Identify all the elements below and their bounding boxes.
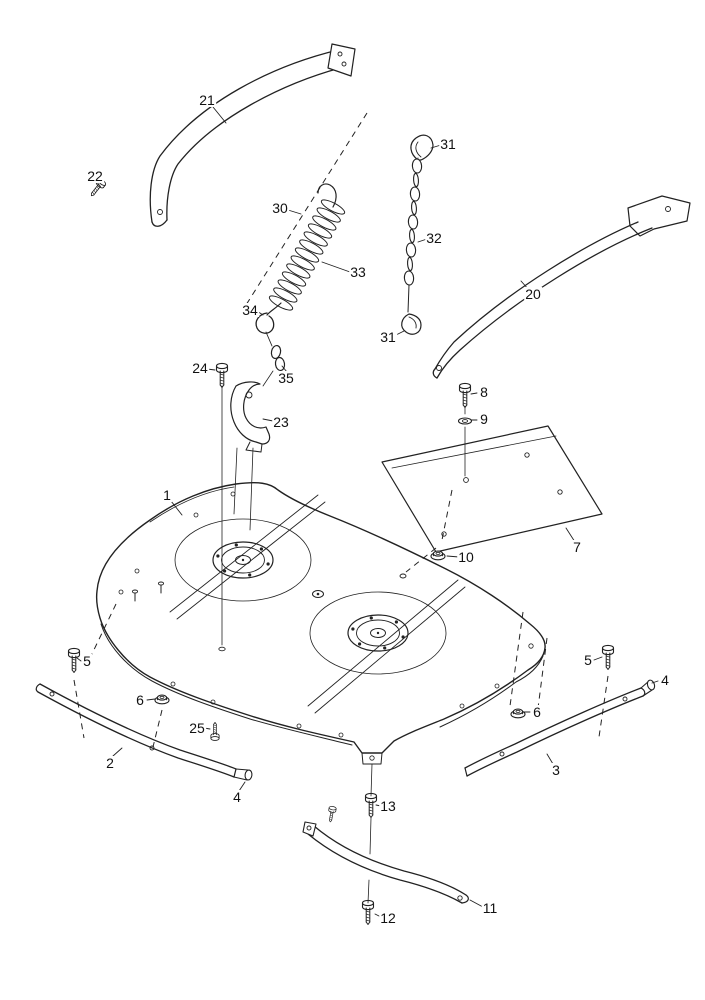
part-nut-10 (430, 550, 446, 561)
callout-32: 32 (425, 230, 443, 246)
callout-5-left: 5 (82, 653, 92, 669)
callout-4-left: 4 (232, 789, 242, 805)
callout-8: 8 (479, 384, 489, 400)
callout-30: 30 (271, 200, 289, 216)
assembly-lines (218, 370, 466, 904)
part-s-link-35 (270, 344, 286, 372)
callout-7: 7 (572, 539, 582, 555)
part-hanger-bracket-23 (230, 381, 271, 453)
leader-lines (76, 106, 659, 918)
part-hook-top-31 (410, 134, 434, 161)
callout-1: 1 (162, 487, 172, 503)
part-spring-33 (266, 183, 346, 316)
callout-31-top: 31 (439, 136, 457, 152)
callout-5-right: 5 (583, 652, 593, 668)
callout-10: 10 (457, 549, 475, 565)
callout-12: 12 (379, 910, 397, 926)
dashed-guides (73, 112, 609, 748)
part-rail-left-2 (35, 683, 237, 778)
part-cap-4-left (233, 768, 253, 781)
callout-23: 23 (272, 414, 290, 430)
part-chain-32 (403, 157, 423, 313)
part-cap-4-right (640, 679, 656, 697)
part-bolt-13 (364, 792, 378, 819)
callout-35: 35 (277, 370, 295, 386)
part-bolt-12 (361, 899, 375, 926)
callout-6-left: 6 (135, 692, 145, 708)
callout-25: 25 (188, 720, 206, 736)
callout-13: 13 (379, 798, 397, 814)
part-front-baffle-11 (302, 805, 469, 904)
callout-20: 20 (524, 286, 542, 302)
part-lift-arm-left (149, 43, 356, 227)
part-spring-hook-34 (255, 312, 275, 347)
callout-21: 21 (198, 92, 216, 108)
part-bolt-5-right (601, 644, 615, 671)
part-lift-arm-right (432, 195, 691, 379)
part-nut-6-left (154, 694, 170, 705)
part-bolt-25 (210, 721, 220, 741)
part-washer-9 (457, 417, 473, 425)
part-baffle-plate-7 (381, 425, 603, 553)
callout-31-bottom: 31 (379, 329, 397, 345)
part-bolt-24 (215, 362, 229, 389)
callout-22: 22 (86, 168, 104, 184)
callout-34: 34 (241, 302, 259, 318)
part-bolt-5-left (67, 647, 81, 674)
callout-33: 33 (349, 264, 367, 280)
part-hook-bottom-31 (401, 313, 422, 335)
callout-9: 9 (479, 411, 489, 427)
callout-3: 3 (551, 762, 561, 778)
part-bolt-8 (458, 382, 472, 409)
callout-6-right: 6 (532, 704, 542, 720)
part-nut-6-right (510, 708, 526, 719)
callout-2: 2 (105, 755, 115, 771)
callout-24: 24 (191, 360, 209, 376)
callout-4-right: 4 (660, 672, 670, 688)
callout-11: 11 (481, 900, 499, 916)
